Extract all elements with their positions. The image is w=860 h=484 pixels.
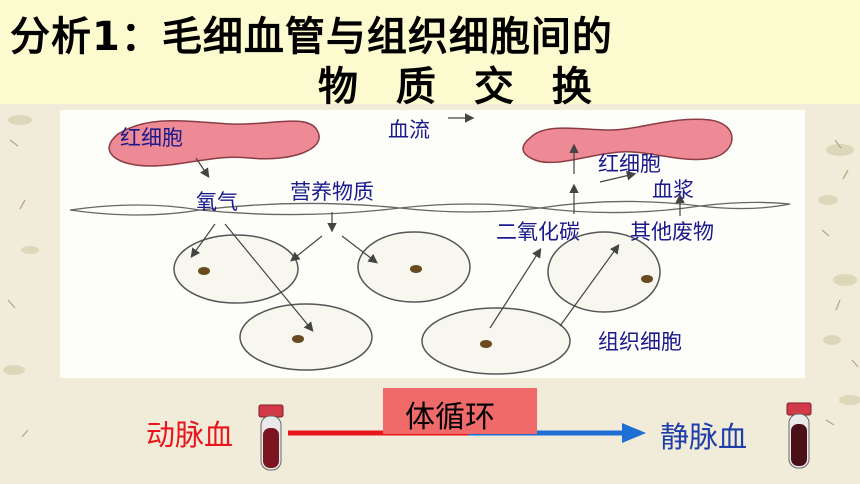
arrow-oxygen-to-cell [224,223,314,332]
slide-title-line2: 物 质 交 换 [318,64,604,110]
cell-nucleus [410,265,422,273]
red-blood-cell-left [108,119,320,167]
tissue-cell [547,231,661,313]
cell-nucleus [641,275,653,283]
systemic-circulation-badge: 体循环 [383,388,537,435]
systemic-circulation-label: 体循环 [405,400,495,435]
cell-nucleus [292,335,304,343]
label-nutrients: 营养物质 [290,180,374,204]
label-blood-flow: 血流 [388,118,430,142]
arrow-to-plasma [599,170,637,183]
cell-nucleus [480,340,492,348]
label-carbon-dioxide: 二氧化碳 [496,220,580,244]
label-plasma: 血浆 [652,178,694,202]
slide-title-line1: 分析1：毛细血管与组织细胞间的 [10,14,613,60]
arrow-oxygen-to-cell [190,223,216,258]
label-arterial-blood: 动脉血 [146,418,234,452]
arrow-nutrients-to-cell [290,235,323,262]
label-venous-blood: 静脉血 [660,420,748,454]
venous-blood-tube-icon [786,402,812,469]
label-oxygen: 氧气 [196,190,238,214]
label-red-blood-cell-right: 红细胞 [598,152,661,176]
cell-nucleus [198,267,210,275]
tissue-cell [239,303,373,371]
arrow-nutrients-to-cell [341,235,378,264]
arrow-waste-from-cell [559,244,620,327]
capillary-exchange-diagram [60,110,805,378]
tissue-cell [173,234,299,304]
arrow-rbc-to-oxygen [195,157,210,178]
capillary-wall-segment [699,201,791,210]
label-tissue-cells: 组织细胞 [598,330,682,354]
arrow-co2-from-cell [489,247,542,329]
tissue-cell [421,307,571,375]
label-red-blood-cell-left: 红细胞 [120,126,183,150]
label-other-waste: 其他废物 [630,220,714,244]
arterial-blood-tube-icon [258,404,284,471]
title-bar: 分析1：毛细血管与组织细胞间的 物 质 交 换 [0,0,860,110]
